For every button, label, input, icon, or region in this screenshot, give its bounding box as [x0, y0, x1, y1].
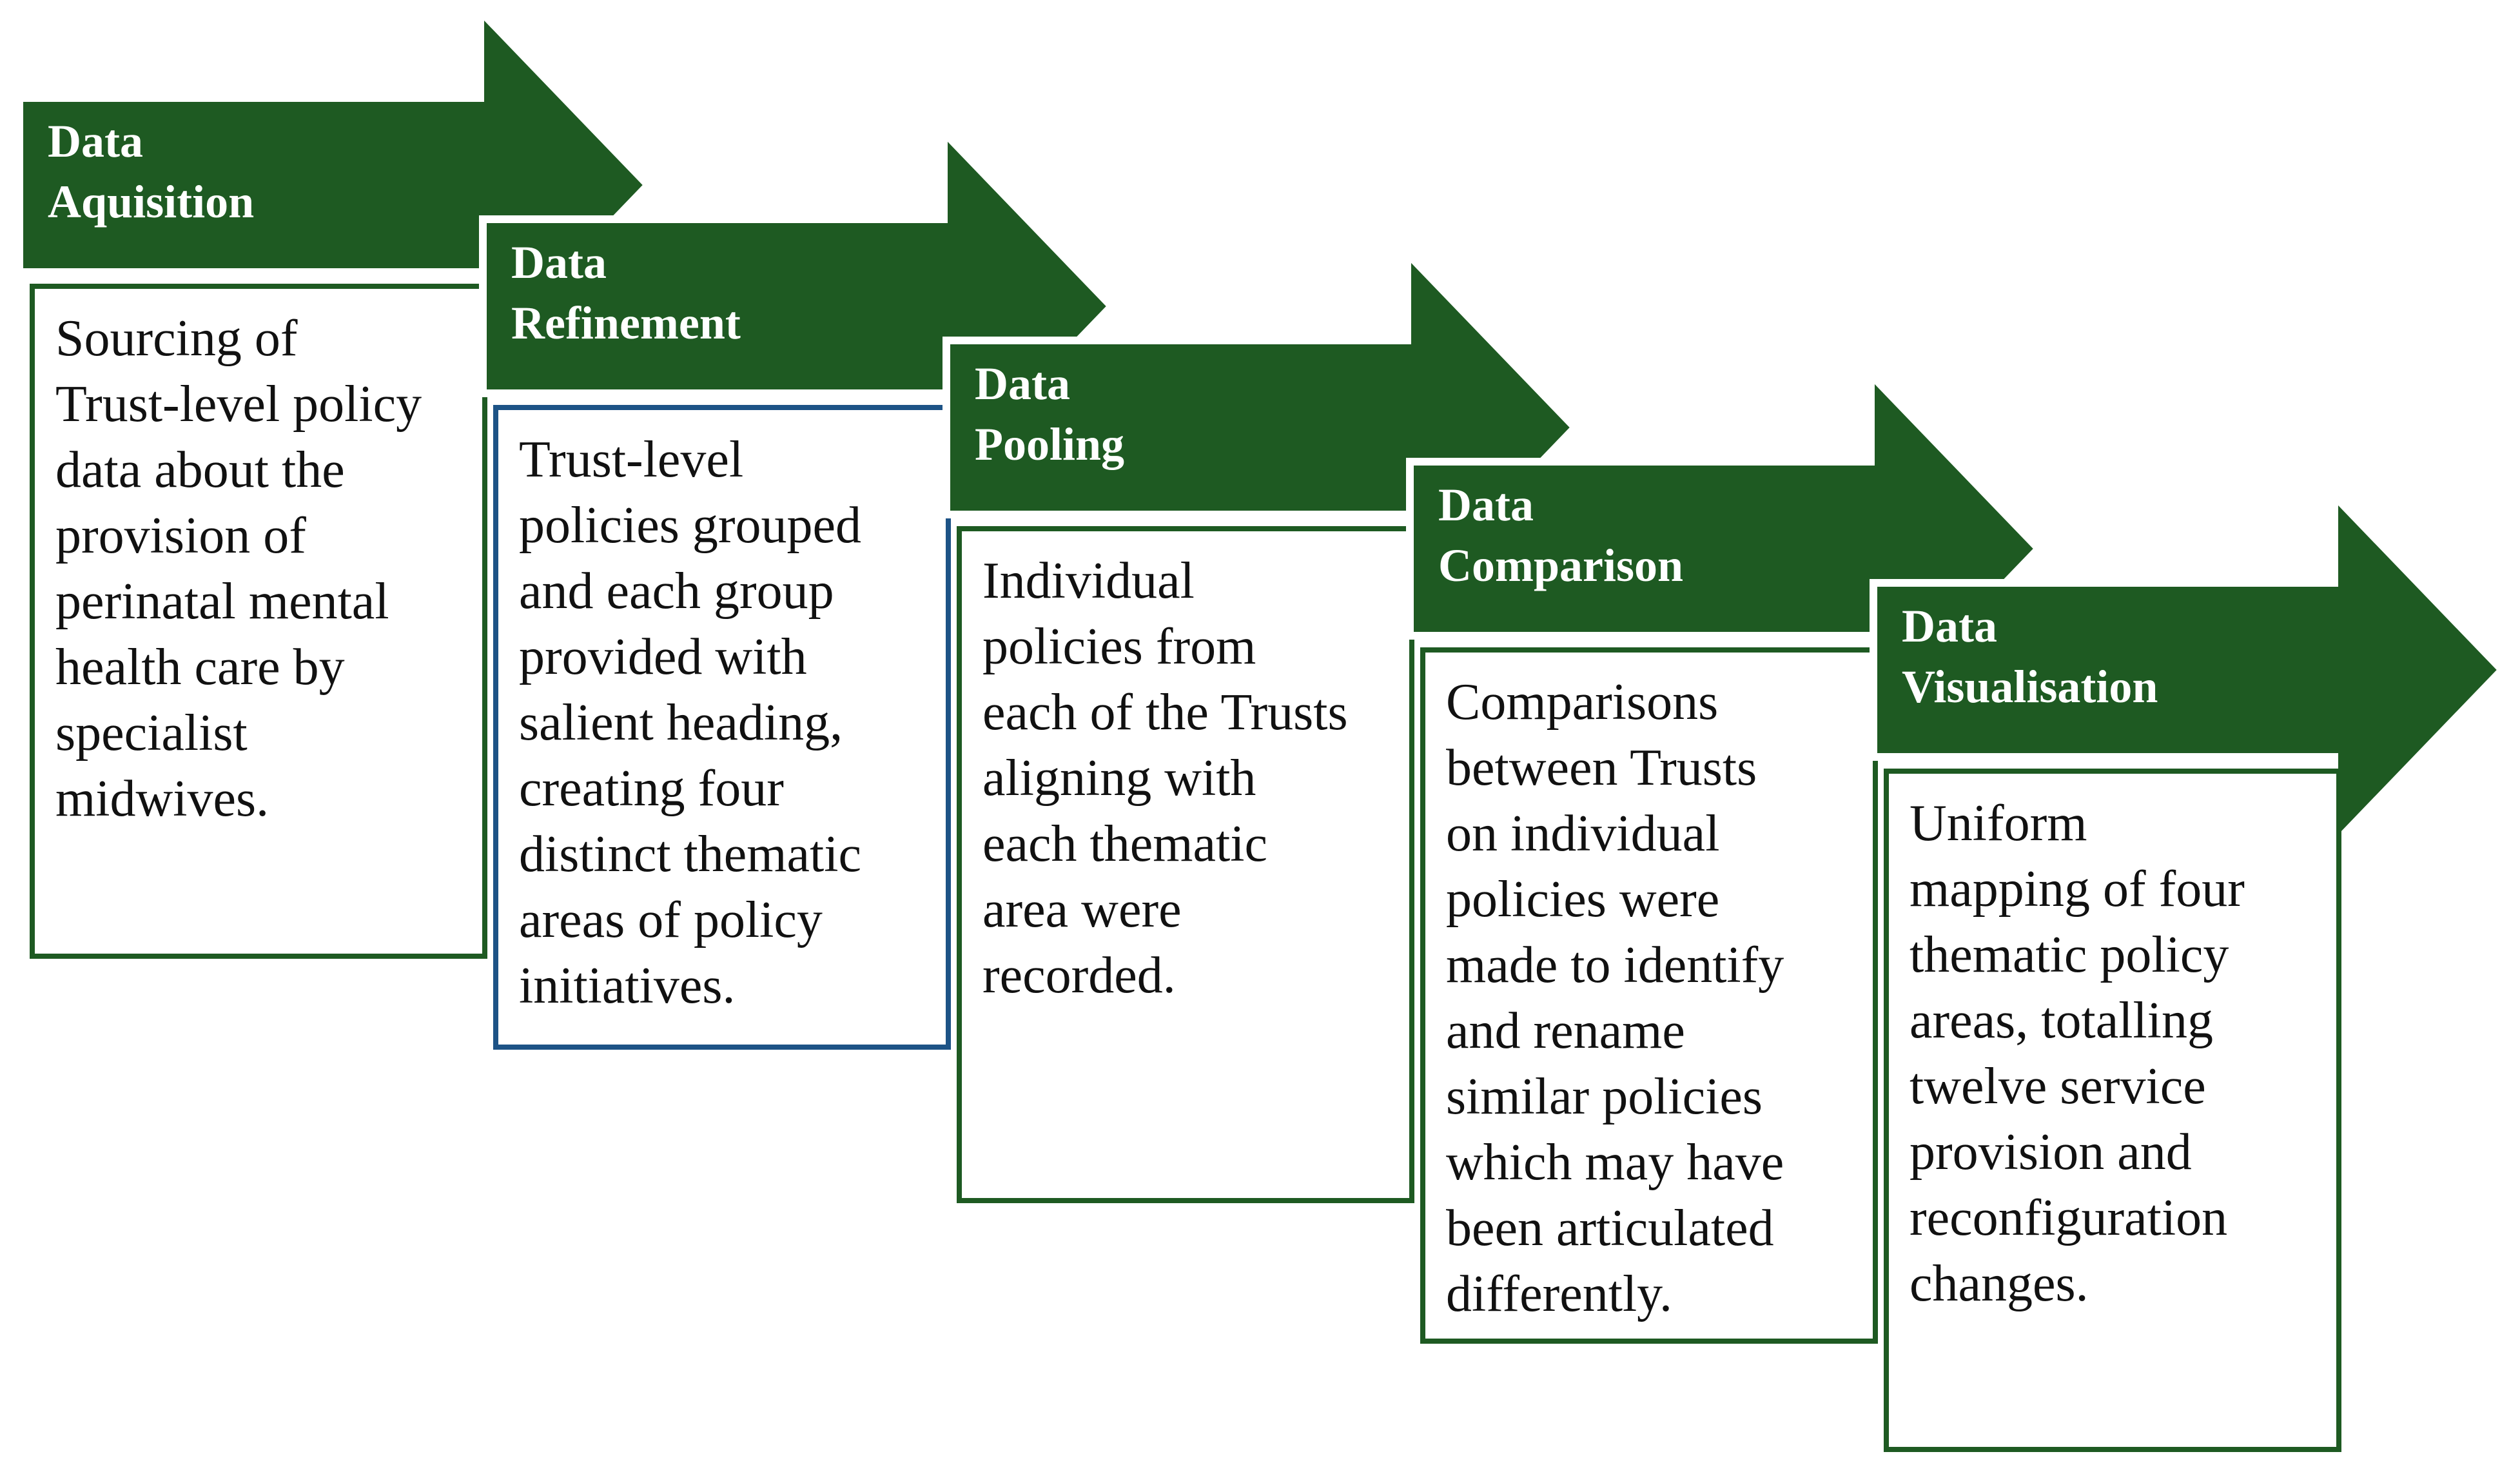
step-title-data-comparison: Data Comparison: [1438, 479, 1684, 591]
step-title-data-aquisition: Data Aquisition: [48, 115, 255, 228]
step-description-data-refinement: Trust-level policies grouped and each gr…: [493, 405, 951, 1050]
step-title-data-refinement: Data Refinement: [511, 237, 741, 349]
step-description-data-comparison: Comparisons between Trusts on individual…: [1420, 647, 1878, 1344]
step-title-data-pooling: Data Pooling: [975, 358, 1125, 470]
step-description-data-pooling: Individual policies from each of the Tru…: [957, 526, 1414, 1203]
step-description-data-visualisation: Uniform mapping of four thematic policy …: [1884, 769, 2341, 1452]
step-description-data-aquisition: Sourcing of Trust-level policy data abou…: [30, 284, 487, 959]
step-title-data-visualisation: Data Visualisation: [1902, 600, 2158, 712]
